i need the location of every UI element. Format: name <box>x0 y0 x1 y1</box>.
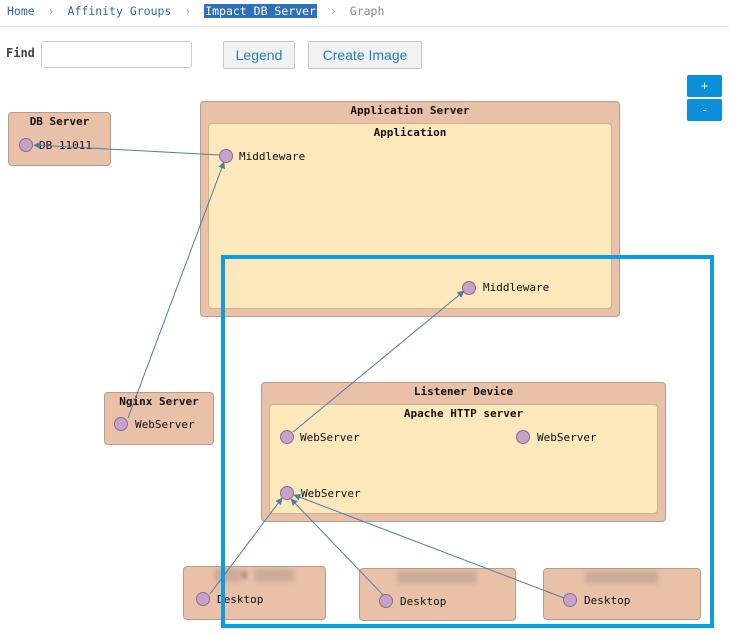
group-title: Listener Device <box>413 385 514 398</box>
zoom-in-button[interactable]: + <box>687 75 722 97</box>
zoom-out-button[interactable]: - <box>687 99 722 121</box>
webserver-node[interactable] <box>280 486 294 500</box>
find-label: Find <box>6 46 35 60</box>
db-node-label: DB 11011 <box>39 139 92 152</box>
legend-button[interactable]: Legend <box>223 41 295 69</box>
container-title: Apache HTTP server <box>403 407 524 420</box>
breadcrumb-separator: › <box>47 4 55 18</box>
desktop-node[interactable] <box>379 594 393 608</box>
webserver-node-label: WebServer <box>300 431 360 444</box>
breadcrumb-home[interactable]: Home <box>7 4 35 18</box>
group-title: Application Server <box>350 104 470 117</box>
middleware-node[interactable] <box>462 281 476 295</box>
find-input[interactable] <box>41 41 192 68</box>
middleware-node-label: Middleware <box>483 281 550 294</box>
breadcrumb-separator: › <box>329 4 337 18</box>
breadcrumb-current[interactable]: Impact DB Server <box>204 4 317 18</box>
webserver-node[interactable] <box>280 430 294 444</box>
webserver-node-label: WebServer <box>135 418 195 431</box>
desktop-node-label: Desktop <box>217 593 264 606</box>
webserver-node-label: WebServer <box>301 487 361 500</box>
group-title: ░░░░░░░░░░░░ <box>397 571 478 584</box>
webserver-node-label: WebServer <box>537 431 597 444</box>
group-title: Nginx Server <box>119 395 199 408</box>
application-container[interactable]: Application <box>208 123 612 309</box>
desktop-node[interactable] <box>563 593 577 607</box>
desktop-node[interactable] <box>196 592 210 606</box>
desktop-node-label: Desktop <box>584 594 631 607</box>
middleware-node[interactable] <box>219 149 233 163</box>
webserver-node[interactable] <box>114 417 128 431</box>
group-title: ░░░░t ░░░░░░ <box>214 569 295 582</box>
desktop-node-label: Desktop <box>400 595 447 608</box>
middleware-node-label: Middleware <box>239 150 306 163</box>
create-image-button[interactable]: Create Image <box>308 41 422 69</box>
container-title: Application <box>373 126 447 139</box>
group-title: DB Server <box>29 115 90 128</box>
breadcrumb: Home › Affinity Groups › Impact DB Serve… <box>0 0 729 27</box>
db-node[interactable] <box>19 138 33 152</box>
breadcrumb-separator: › <box>184 4 192 18</box>
webserver-node[interactable] <box>516 430 530 444</box>
breadcrumb-graph: Graph <box>349 4 385 18</box>
group-title: ░░░░░░░░░░░ <box>585 571 659 584</box>
breadcrumb-affinity-groups[interactable]: Affinity Groups <box>67 4 172 18</box>
